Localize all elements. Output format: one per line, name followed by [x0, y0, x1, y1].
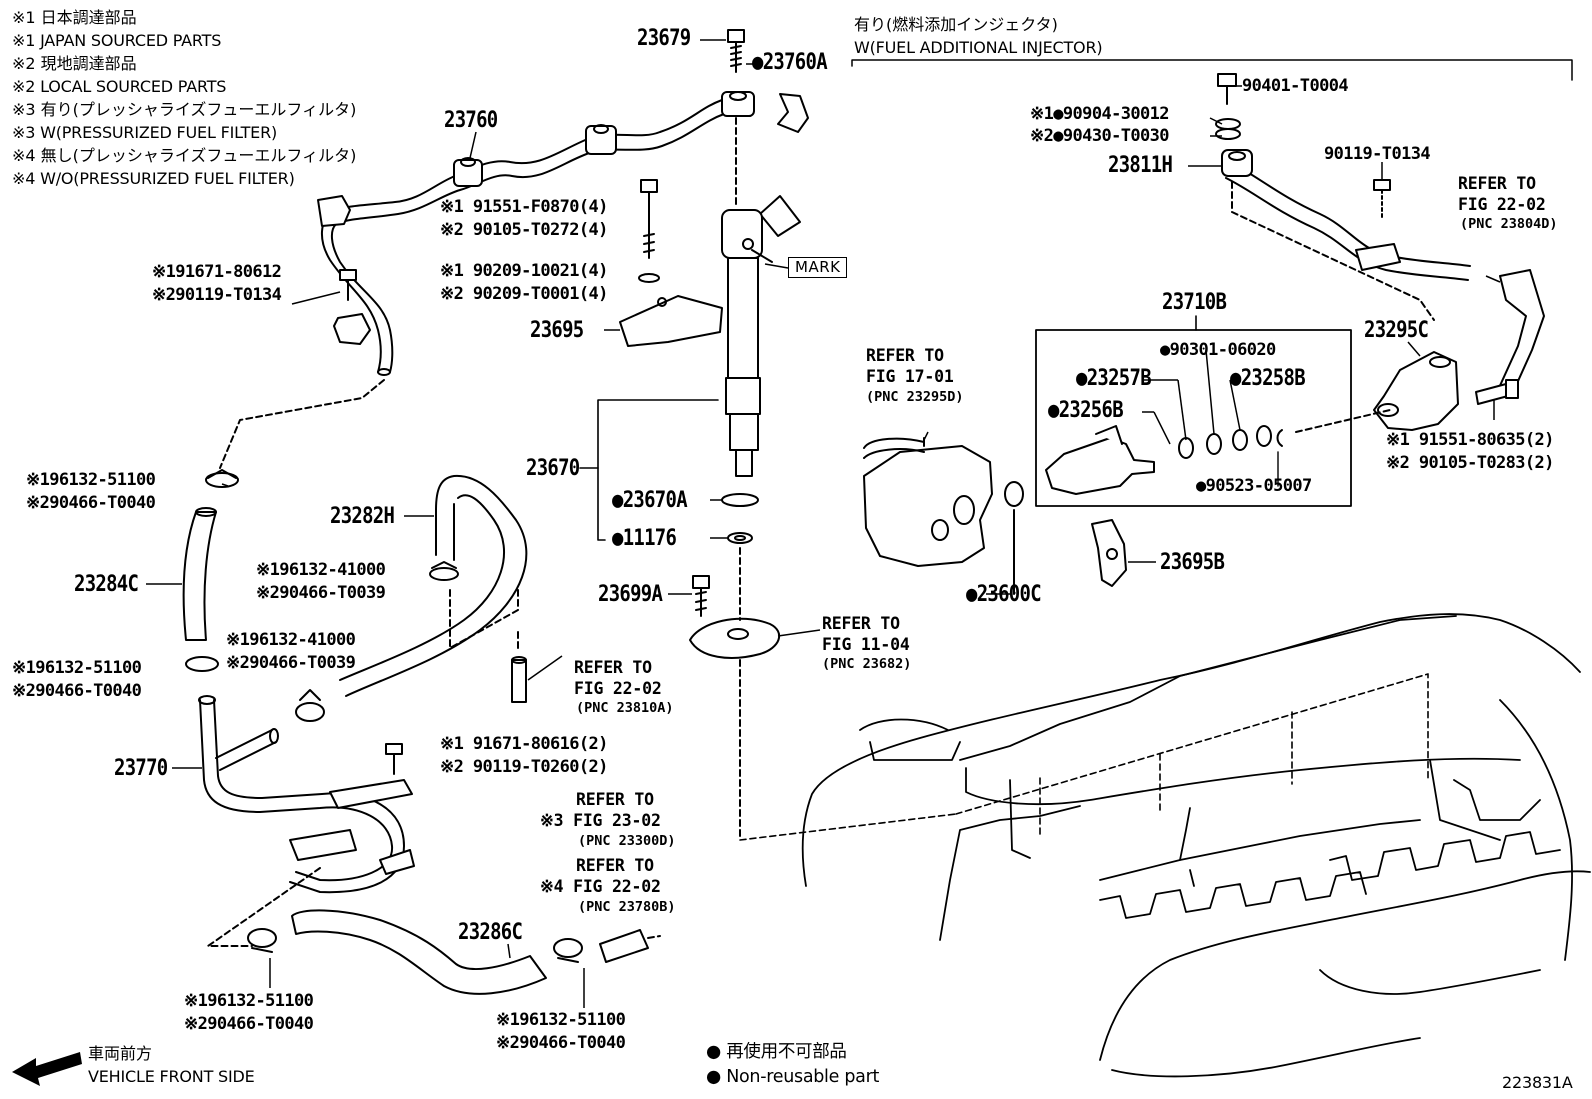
- part-23699A[interactable]: 23699A: [598, 582, 663, 607]
- ref-fig-22-02-c-line2[interactable]: ※4 FIG 22-02: [540, 877, 661, 896]
- ref-fig-22-02-b-line1[interactable]: REFER TO: [574, 658, 652, 677]
- fuel-injector-header-jp: 有り(燃料添加インジェクタ): [854, 15, 1058, 34]
- note-with-filter-en: ※3 W(PRESSURIZED FUEL FILTER): [12, 123, 278, 142]
- ref-fig-11-04-line2[interactable]: FIG 11-04: [822, 635, 910, 654]
- part-90466-T0040-mid[interactable]: ※290466-T0040: [12, 681, 142, 701]
- part-23811H[interactable]: 23811H: [1108, 153, 1173, 178]
- part-23760A[interactable]: ●23760A: [752, 50, 828, 75]
- part-23295C[interactable]: 23295C: [1364, 318, 1429, 343]
- ref-fig-22-02-b-line2[interactable]: FIG 22-02: [574, 679, 662, 698]
- fuel-injector-header-en: W(FUEL ADDITIONAL INJECTOR): [854, 38, 1103, 57]
- part-23710B[interactable]: 23710B: [1162, 290, 1227, 315]
- part-90401-T0004[interactable]: 90401-T0004: [1242, 76, 1349, 96]
- vehicle-front-arrow: [12, 1052, 82, 1086]
- engine-outline: [801, 613, 1591, 1078]
- part-90105-T0283[interactable]: ※2 90105-T0283(2): [1386, 453, 1554, 473]
- bolt-23679: [727, 29, 745, 206]
- ref-fig-22-02-c-line1[interactable]: REFER TO: [576, 856, 654, 875]
- note-without-filter-jp: ※4 無し(プレッシャライズフューエルフィルタ): [12, 146, 357, 165]
- part-90466-T0039-lower[interactable]: ※290466-T0039: [226, 653, 356, 673]
- ref-fig-23-02-line1[interactable]: REFER TO: [576, 790, 654, 809]
- part-23282H[interactable]: 23282H: [330, 504, 395, 529]
- part-90466-T0040-bottom-right[interactable]: ※290466-T0040: [496, 1033, 626, 1053]
- part-96132-51100-mid[interactable]: ※196132-51100: [12, 658, 142, 678]
- ref-fig-23-02-line2[interactable]: ※3 FIG 23-02: [540, 811, 661, 830]
- ref-fig-22-02-b-pnc: (PNC 23810A): [576, 700, 674, 716]
- part-23286C[interactable]: 23286C: [458, 920, 523, 945]
- legend-non-reusable-en: ● Non-reusable part: [706, 1067, 880, 1087]
- part-90105-T0272[interactable]: ※2 90105-T0272(4): [440, 220, 608, 240]
- ref-fig-11-04-pnc: (PNC 23682): [822, 656, 912, 672]
- part-91671-80616[interactable]: ※1 91671-80616(2): [440, 734, 608, 754]
- ref-fig-11-04-line1[interactable]: REFER TO: [822, 614, 900, 633]
- part-90904-30012[interactable]: ※1●90904-30012: [1030, 104, 1170, 124]
- ref-fig-17-01-line1[interactable]: REFER TO: [866, 346, 944, 365]
- vehicle-front-en: VEHICLE FRONT SIDE: [88, 1067, 255, 1086]
- part-91551-80635[interactable]: ※1 91551-80635(2): [1386, 430, 1554, 450]
- part-91671-80612[interactable]: ※191671-80612: [152, 262, 282, 282]
- part-23679[interactable]: 23679: [637, 26, 691, 51]
- legend-non-reusable-jp: ● 再使用不可部品: [706, 1042, 847, 1062]
- part-90119-T0134-right[interactable]: 90119-T0134: [1324, 144, 1431, 164]
- part-23770[interactable]: 23770: [114, 756, 168, 781]
- fuel-pipe-23760: [317, 91, 755, 376]
- note-without-filter-en: ※4 W/O(PRESSURIZED FUEL FILTER): [12, 169, 295, 188]
- part-96132-51100-upper[interactable]: ※196132-51100: [26, 470, 156, 490]
- part-23695B[interactable]: 23695B: [1160, 550, 1225, 575]
- figure-id: 223831A: [1502, 1073, 1573, 1092]
- part-23284C[interactable]: 23284C: [74, 572, 139, 597]
- part-23257B[interactable]: ●23257B: [1076, 366, 1152, 391]
- ref-fig-23-02-pnc: (PNC 23300D): [578, 833, 676, 849]
- part-90430-T0030[interactable]: ※2●90430-T0030: [1030, 126, 1170, 146]
- part-23600C[interactable]: ●23600C: [966, 582, 1042, 607]
- part-23256B[interactable]: ●23256B: [1048, 398, 1124, 423]
- part-23695[interactable]: 23695: [530, 318, 584, 343]
- part-91551-F0870[interactable]: ※1 91551-F0870(4): [440, 197, 608, 217]
- part-90209-T0001[interactable]: ※2 90209-T0001(4): [440, 284, 608, 304]
- part-96132-41000-lower[interactable]: ※196132-41000: [226, 630, 356, 650]
- ref-fig-22-02-c-pnc: (PNC 23780B): [578, 899, 676, 915]
- ref-fig-17-01-pnc: (PNC 23295D): [866, 389, 964, 405]
- ref-fig-22-02-a-line2[interactable]: FIG 22-02: [1458, 195, 1546, 214]
- part-90466-T0040-upper[interactable]: ※290466-T0040: [26, 493, 156, 513]
- part-23258B[interactable]: ●23258B: [1230, 366, 1306, 391]
- ref-fig-22-02-a-line1[interactable]: REFER TO: [1458, 174, 1536, 193]
- ref-fig-22-02-a-pnc: (PNC 23804D): [1460, 216, 1558, 232]
- vehicle-front-jp: 車両前方: [88, 1044, 153, 1063]
- note-japan-sourced-jp: ※1 日本調達部品: [12, 8, 137, 27]
- part-90466-T0040-bottom-left[interactable]: ※290466-T0040: [184, 1014, 314, 1034]
- injector-mark-label: MARK: [788, 257, 848, 278]
- part-90119-T0260[interactable]: ※2 90119-T0260(2): [440, 757, 608, 777]
- part-23670A[interactable]: ●23670A: [612, 488, 688, 513]
- part-90119-T0134-left[interactable]: ※290119-T0134: [152, 285, 282, 305]
- note-local-sourced-en: ※2 LOCAL SOURCED PARTS: [12, 77, 227, 96]
- part-23760[interactable]: 23760: [444, 108, 498, 133]
- part-11176[interactable]: ●11176: [612, 526, 677, 551]
- part-96132-41000-upper[interactable]: ※196132-41000: [256, 560, 386, 580]
- part-90466-T0039-upper[interactable]: ※290466-T0039: [256, 583, 386, 603]
- note-with-filter-jp: ※3 有り(プレッシャライズフューエルフィルタ): [12, 100, 357, 119]
- part-96132-51100-bottom-right[interactable]: ※196132-51100: [496, 1010, 626, 1030]
- part-96132-51100-bottom-left[interactable]: ※196132-51100: [184, 991, 314, 1011]
- part-90209-10021[interactable]: ※1 90209-10021(4): [440, 261, 608, 281]
- fuel-pipe-23770: [198, 695, 415, 894]
- note-local-sourced-jp: ※2 現地調達部品: [12, 54, 137, 73]
- note-japan-sourced-en: ※1 JAPAN SOURCED PARTS: [12, 31, 222, 50]
- ref-fig-17-01-line2[interactable]: FIG 17-01: [866, 367, 954, 386]
- part-23670[interactable]: 23670: [526, 456, 580, 481]
- injector-23670: [721, 195, 801, 477]
- part-90301-06020[interactable]: ●90301-06020: [1160, 340, 1276, 360]
- part-90523-05007[interactable]: ●90523-05007: [1196, 476, 1312, 496]
